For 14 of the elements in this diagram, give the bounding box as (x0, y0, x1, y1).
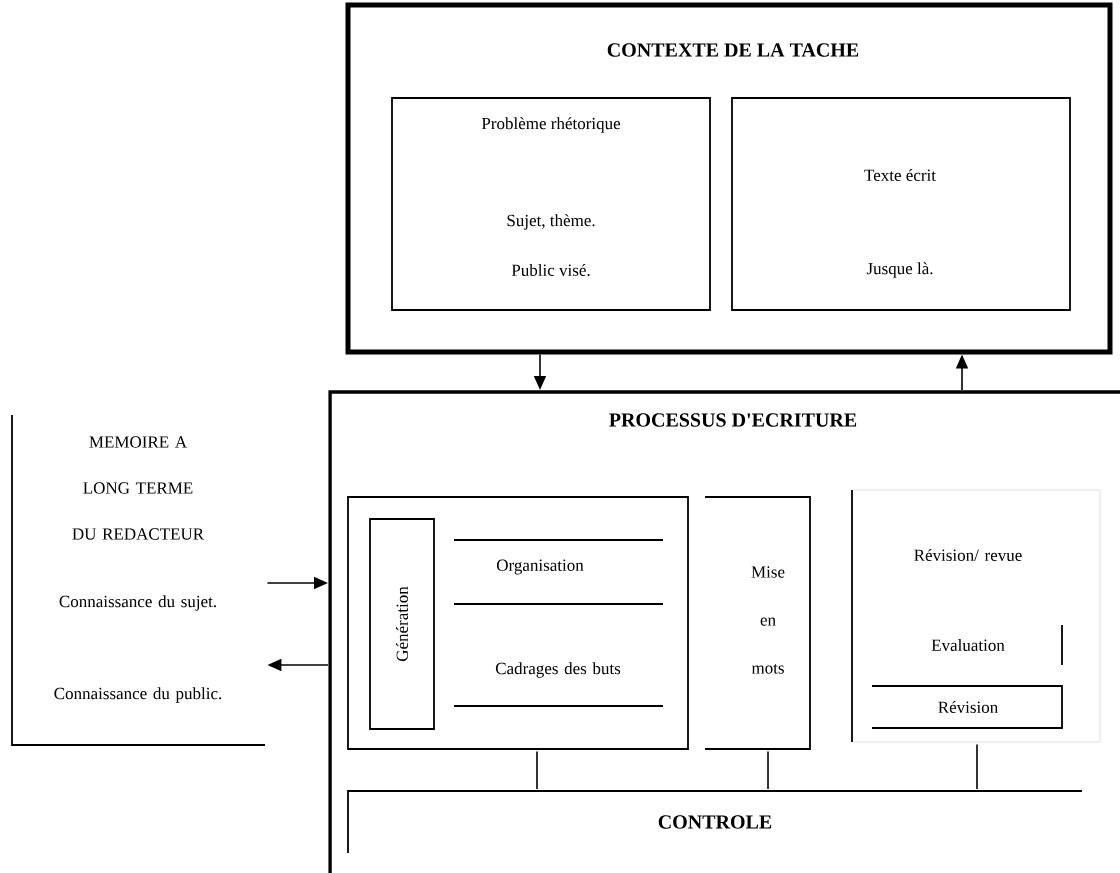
evaluation-box: Evaluation (931, 624, 1063, 666)
revising-box: Révision (871, 685, 1063, 729)
organisation-box: Organisation (453, 539, 664, 605)
memory-box: MEMOIRE A LONG TERME DU REDACTEUR Connaissance du sujet. Connaissance du public. (11, 414, 266, 746)
connector-line (536, 750, 538, 790)
connector-line (976, 743, 978, 790)
control-box: CONTROLE (347, 790, 1083, 854)
generation-box: Génération (369, 518, 435, 730)
connector-line (767, 750, 769, 790)
problem-box: Problème rhétorique Sujet, thème. Public visé. (391, 97, 711, 311)
planning-box (347, 496, 689, 750)
translating-box: Mise en mots (704, 496, 811, 750)
goal-setting-box: Cadrages des buts (453, 662, 664, 707)
text-box: Texte écrit Jusque là. (731, 97, 1071, 311)
